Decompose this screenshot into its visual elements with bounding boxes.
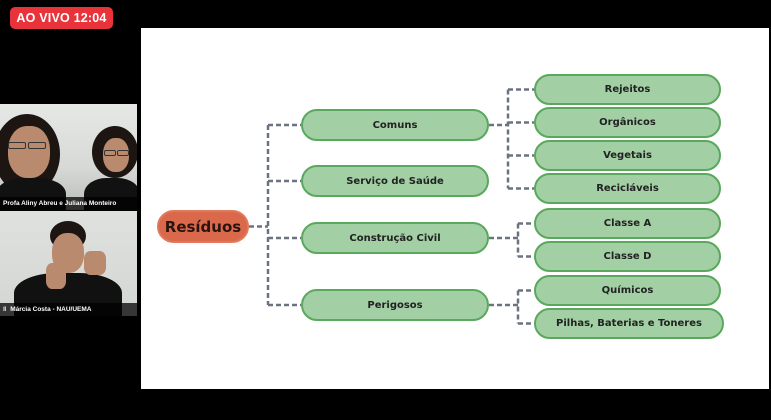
subcategory-node-label: Pilhas, Baterias e Toneres xyxy=(556,318,702,329)
subcategory-node[interactable]: Rejeitos xyxy=(534,74,721,105)
participant-name: Márcia Costa - NAU/UEMA xyxy=(10,306,92,313)
subcategory-node[interactable]: Classe D xyxy=(534,241,721,272)
glasses xyxy=(104,150,116,156)
participant-video-1[interactable]: Profa Aliny Abreu e Juliana Monteiro xyxy=(0,104,137,210)
subcategory-node-label: Vegetais xyxy=(603,150,652,161)
subcategory-node[interactable]: Classe A xyxy=(534,208,721,239)
participant-face xyxy=(8,126,50,178)
glasses xyxy=(8,142,26,149)
glasses xyxy=(28,142,46,149)
glasses xyxy=(117,150,129,156)
mic-icon: ǁ xyxy=(3,306,7,313)
root-node-residuos[interactable]: Resíduos xyxy=(157,210,249,243)
subcategory-node[interactable]: Químicos xyxy=(534,275,721,306)
live-badge: AO VIVO 12:04 xyxy=(10,7,113,29)
subcategory-node[interactable]: Pilhas, Baterias e Toneres xyxy=(534,308,724,339)
subcategory-node-label: Orgânicos xyxy=(599,117,656,128)
subcategory-node[interactable]: Orgânicos xyxy=(534,107,721,138)
subcategory-node-label: Recicláveis xyxy=(596,183,659,194)
category-node-label: Construção Civil xyxy=(349,232,441,244)
category-node[interactable]: Serviço de Saúde xyxy=(301,165,489,197)
subcategory-node-label: Classe D xyxy=(603,251,652,262)
category-node-label: Serviço de Saúde xyxy=(346,175,444,187)
subcategory-node-label: Classe A xyxy=(603,218,652,229)
participant-name: Profa Aliny Abreu e Juliana Monteiro xyxy=(0,197,137,210)
category-node-label: Perigosos xyxy=(367,299,423,311)
category-node[interactable]: Perigosos xyxy=(301,289,489,321)
subcategory-node[interactable]: Recicláveis xyxy=(534,173,721,204)
category-node-label: Comuns xyxy=(372,119,418,131)
subcategory-node[interactable]: Vegetais xyxy=(534,140,721,171)
signing-hand xyxy=(84,251,106,275)
category-node[interactable]: Comuns xyxy=(301,109,489,141)
subcategory-node-label: Rejeitos xyxy=(604,84,651,95)
root-node-residuos-label: Resíduos xyxy=(164,217,242,236)
category-node[interactable]: Construção Civil xyxy=(301,222,489,254)
signing-hand xyxy=(46,263,66,289)
subcategory-node-label: Químicos xyxy=(601,285,654,296)
